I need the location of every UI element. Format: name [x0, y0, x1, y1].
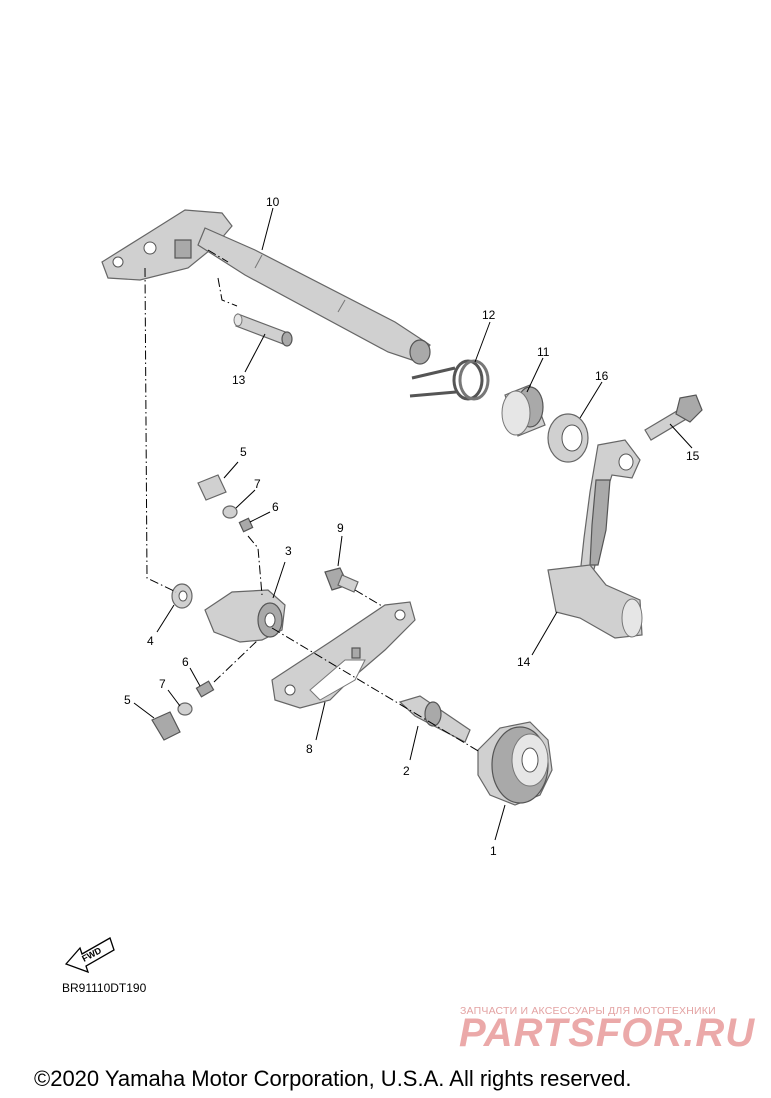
callout-7-lower: 7	[159, 677, 166, 691]
watermark-logo: PARTSFOR.RU	[459, 1011, 756, 1055]
part-15-bolt[interactable]	[644, 394, 703, 441]
callout-11: 11	[537, 345, 550, 359]
assembly-lines	[144, 249, 481, 753]
part-3-shift-lever[interactable]	[204, 589, 286, 643]
part-1-shift-cam[interactable]	[477, 721, 553, 806]
part-10-shift-shaft[interactable]	[101, 209, 431, 365]
part-2-stud[interactable]	[398, 695, 471, 743]
callout-15: 15	[686, 449, 700, 463]
part-6-upper-spring[interactable]	[238, 517, 254, 533]
callout-5-upper: 5	[240, 445, 247, 459]
callout-10: 10	[266, 195, 280, 209]
callout-4: 4	[147, 634, 154, 648]
callout-3: 3	[285, 544, 292, 558]
callout-leaders	[133, 207, 693, 841]
part-6-lower-spring[interactable]	[195, 680, 215, 698]
callout-7-upper: 7	[254, 477, 261, 491]
part-14-shift-pedal[interactable]	[547, 439, 643, 639]
part-12-torsion-spring[interactable]	[409, 359, 490, 401]
callout-16: 16	[595, 369, 609, 383]
callout-2: 2	[403, 764, 410, 778]
callout-numbers: 1 2 3 4 5 5 6 6 7 7 8 9 10 11 12 13 14 1…	[124, 195, 700, 858]
part-7-upper-pin[interactable]	[222, 505, 238, 519]
callout-6-upper: 6	[272, 500, 279, 514]
copyright-notice: ©2020 Yamaha Motor Corporation, U.S.A. A…	[34, 1066, 632, 1091]
part-7-lower-pin[interactable]	[177, 702, 193, 716]
part-13-pin[interactable]	[233, 313, 293, 347]
part-11-collar[interactable]	[501, 384, 546, 437]
callout-5-lower: 5	[124, 693, 131, 707]
callout-12: 12	[482, 308, 496, 322]
callout-14: 14	[517, 655, 531, 669]
part-5-upper-block[interactable]	[197, 474, 227, 501]
part-8-plate[interactable]	[271, 601, 416, 709]
watermark-tagline: ЗАПЧАСТИ И АКСЕССУАРЫ ДЛЯ МОТОТЕХНИКИ	[460, 1005, 716, 1017]
part-4-washer[interactable]	[171, 583, 193, 609]
diagram-code: BR91110DT190	[62, 981, 147, 995]
part-16-seal[interactable]	[547, 413, 589, 463]
fwd-arrow-icon: FWD	[64, 937, 115, 974]
callout-1: 1	[490, 844, 497, 858]
callout-9: 9	[337, 521, 344, 535]
part-5-lower-block[interactable]	[151, 711, 181, 741]
callout-13: 13	[232, 373, 246, 387]
callout-8: 8	[306, 742, 313, 756]
callout-6-lower: 6	[182, 655, 189, 669]
part-9-bolt[interactable]	[324, 567, 359, 593]
